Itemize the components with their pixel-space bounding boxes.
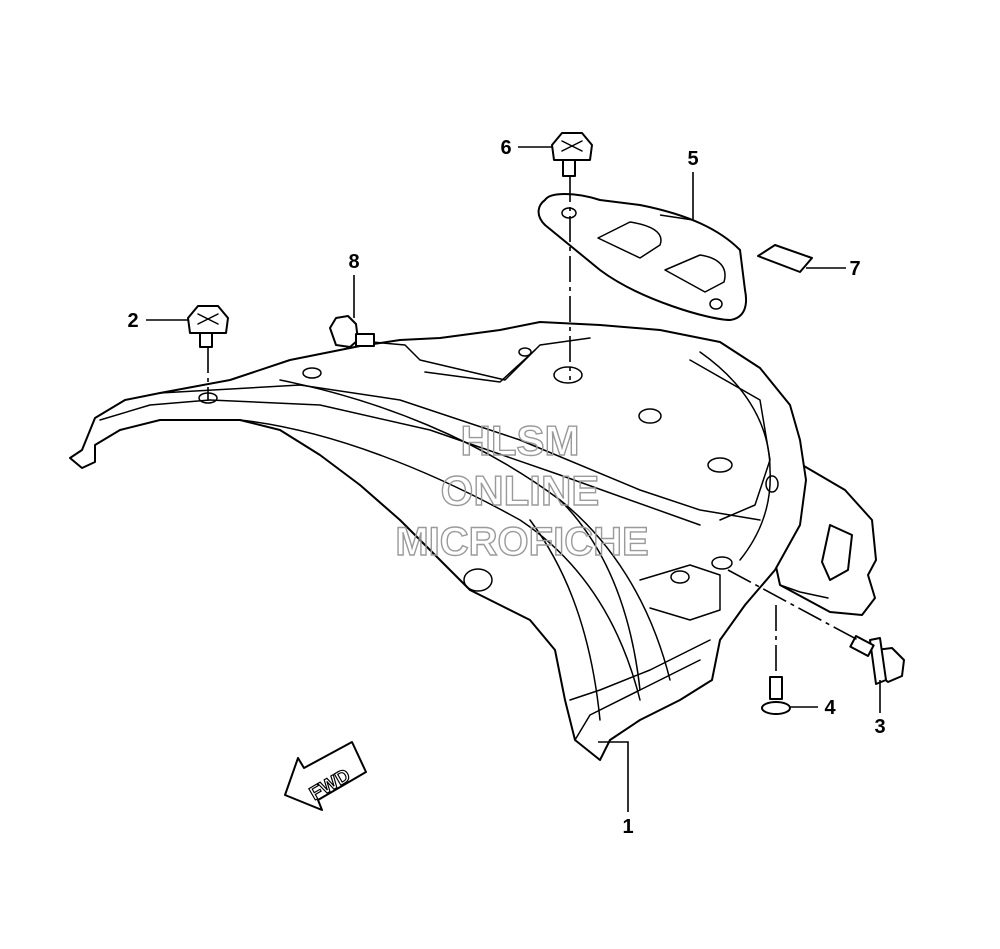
callout-8: 8 [348, 251, 359, 273]
part-4-screw[interactable] [761, 676, 791, 715]
watermark: HLSM ONLINE MICROFICHE [395, 416, 650, 564]
fwd-arrow-icon: FWD [284, 741, 367, 811]
part-2-bolt[interactable] [187, 305, 229, 348]
centerline-part-3 [727, 569, 859, 641]
callout-2: 2 [127, 310, 138, 332]
part-1-inner-cover[interactable] [69, 321, 877, 761]
callout-1: 1 [622, 816, 633, 838]
callout-4: 4 [824, 697, 836, 719]
leader-1 [598, 741, 629, 812]
callout-3: 3 [874, 716, 885, 738]
part-3-bolt[interactable] [849, 635, 905, 685]
watermark-line-3: MICROFICHE [395, 520, 648, 564]
leader-5 [659, 172, 694, 221]
part-6-screw[interactable] [551, 132, 593, 177]
part-5-bracket[interactable] [537, 193, 748, 321]
callout-5: 5 [687, 148, 698, 170]
callout-6: 6 [500, 137, 511, 159]
callout-7: 7 [849, 258, 860, 280]
part-8-clip-nut[interactable] [329, 315, 375, 348]
watermark-line-1: HLSM [461, 417, 580, 464]
watermark-line-2: ONLINE [441, 467, 600, 514]
part-7-pad[interactable] [757, 244, 813, 273]
